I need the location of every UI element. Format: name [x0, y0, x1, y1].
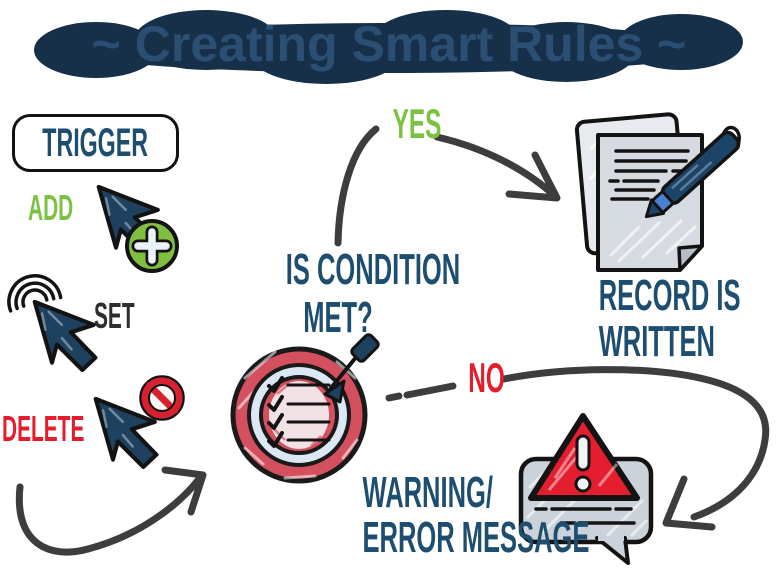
prohibition-icon — [139, 375, 185, 421]
document-text-lines — [608, 149, 690, 201]
set-cursor-icon — [7, 274, 98, 372]
add-cursor-icon — [96, 184, 179, 273]
click-ripples-icon — [7, 274, 63, 313]
trigger-label: TRIGGER — [42, 121, 149, 165]
bubble-text-lines — [534, 507, 636, 525]
delete-cursor-icon — [93, 375, 185, 470]
trigger-box: TRIGGER — [12, 114, 179, 172]
no-arrow — [385, 366, 770, 531]
record-written-label: RECORD IS WRITTEN — [563, 271, 741, 366]
no-label: NO — [468, 354, 505, 401]
yes-label: YES — [392, 100, 442, 147]
no-label-wrap: NO — [455, 354, 505, 401]
plus-icon — [125, 219, 179, 273]
add-label: ADD — [28, 187, 74, 228]
warning-triangle-icon — [528, 413, 640, 501]
set-label: SET — [94, 295, 135, 336]
condition-line2: MET? — [303, 293, 373, 342]
yes-label-wrap: YES — [375, 100, 442, 147]
warning-line1: WARNING/ — [362, 468, 493, 517]
record-line1: RECORD IS — [598, 271, 741, 320]
yes-arrow — [334, 125, 561, 247]
warning-error-label: WARNING/ ERROR MESSAGE — [318, 468, 590, 562]
checklist-icon — [267, 376, 331, 448]
warning-line2: ERROR MESSAGE — [362, 513, 590, 562]
loop-arrow — [15, 466, 207, 556]
delete-label: DELETE — [2, 408, 85, 449]
dart-icon — [323, 333, 380, 404]
pen-icon — [644, 125, 741, 219]
record-line2: WRITTEN — [598, 317, 715, 366]
target-checklist-icon — [230, 333, 380, 484]
title-blob — [34, 10, 743, 84]
page-title: ~ Creating Smart Rules ~ — [91, 16, 687, 72]
documents-pen-icon — [574, 112, 741, 272]
warning-message-icon — [518, 413, 654, 565]
